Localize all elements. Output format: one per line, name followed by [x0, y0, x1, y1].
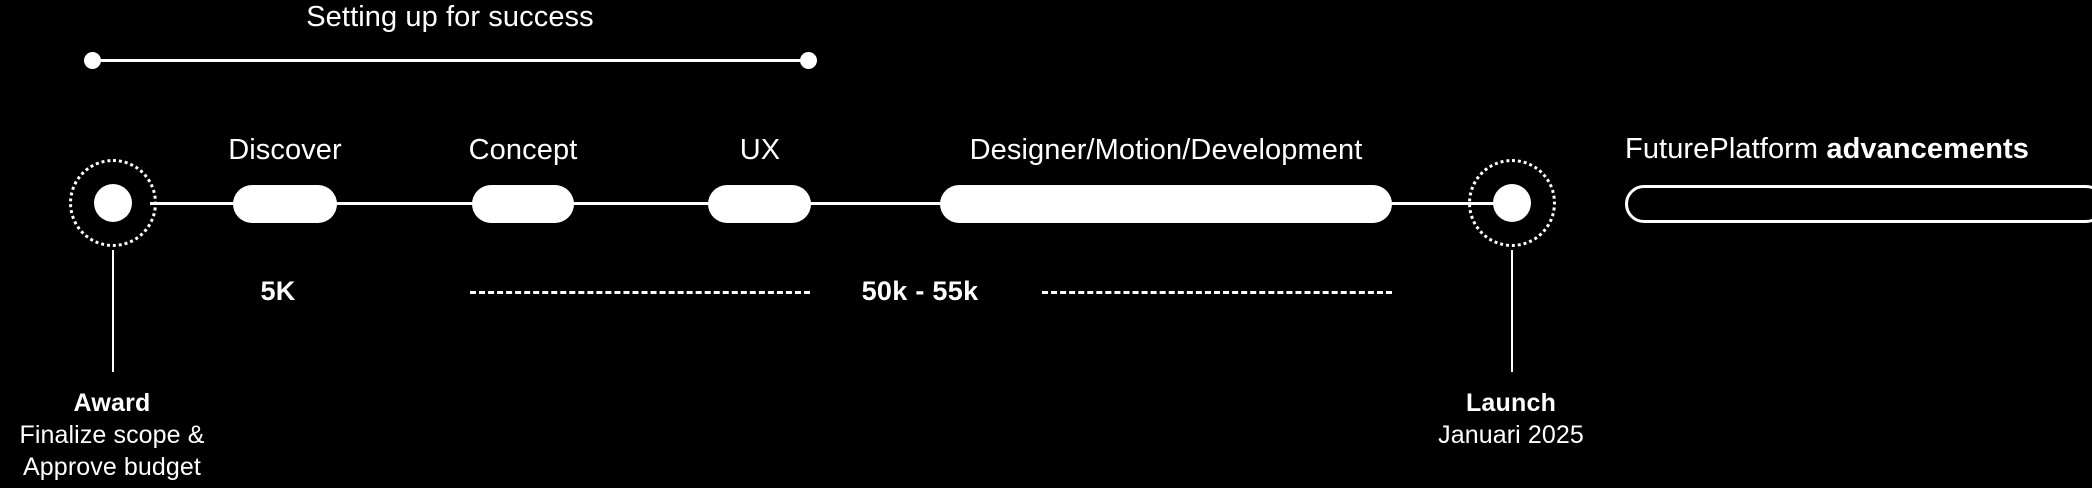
cost-label-discover: 5K — [260, 276, 296, 306]
cost-dash-rule-right — [1042, 291, 1392, 294]
phase-label-concept: Concept — [468, 134, 578, 166]
timeline-rail — [150, 202, 1520, 205]
milestone-subtitle-award-line2: Approve budget — [23, 453, 201, 481]
phase-pill-ux[interactable] — [708, 185, 811, 223]
milestone-caption-launch: Launch Januari 2025 — [1286, 387, 1736, 451]
future-platform-label-bold: advancements — [1826, 133, 2030, 165]
future-platform-pill[interactable] — [1625, 185, 2092, 223]
phase-label-ux: UX — [739, 134, 781, 166]
milestone-title-award: Award — [73, 389, 151, 417]
milestone-subtitle-award-line1: Finalize scope & — [19, 421, 205, 449]
future-platform-label-regular: FuturePlatform — [1625, 133, 1827, 165]
bracket-line — [92, 59, 808, 62]
bracket-caption: Setting up for success — [306, 1, 594, 33]
milestone-connector-launch — [1511, 250, 1513, 372]
milestone-node-award[interactable] — [69, 159, 157, 247]
milestone-node-launch[interactable] — [1468, 159, 1556, 247]
bracket-end-dot — [800, 52, 817, 69]
milestone-title-launch: Launch — [1465, 389, 1557, 417]
bracket-start-dot — [84, 52, 101, 69]
milestone-connector-award — [112, 250, 114, 372]
phase-label-designer-motion-development: Designer/Motion/Development — [969, 134, 1363, 166]
phase-label-discover: Discover — [228, 134, 342, 166]
cost-dash-rule-left — [470, 291, 810, 294]
cost-label-build: 50k - 55k — [861, 276, 979, 306]
phase-pill-designer-motion-development[interactable] — [940, 185, 1392, 223]
phase-pill-concept[interactable] — [472, 185, 574, 223]
milestone-caption-award: Award Finalize scope & Approve budget — [0, 387, 337, 483]
milestone-node-core-icon — [1493, 184, 1531, 222]
phase-pill-discover[interactable] — [233, 185, 337, 223]
milestone-node-core-icon — [94, 184, 132, 222]
milestone-subtitle-launch-line1: Januari 2025 — [1438, 421, 1584, 449]
future-platform-label: FuturePlatform advancements — [1625, 132, 2029, 166]
